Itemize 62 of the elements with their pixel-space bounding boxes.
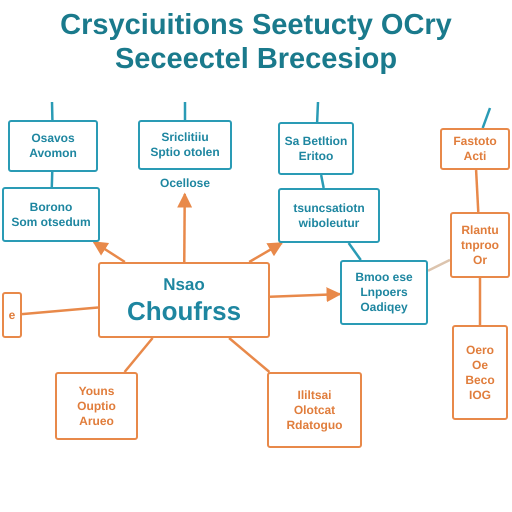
connector-line: [320, 174, 325, 188]
process-box: [278, 122, 354, 175]
box-text: Avomon: [29, 146, 77, 161]
box-text: Sriclitiiu: [161, 130, 209, 145]
box-text: Eritoo: [298, 148, 334, 164]
box-text: Sa Betltion: [284, 134, 348, 148]
connector-line: [124, 337, 154, 373]
process-box: [278, 188, 380, 243]
box-text: Bmoo ese: [355, 270, 413, 285]
box-text: tnproo: [461, 238, 499, 252]
box-text: IOG: [468, 388, 491, 402]
connector-line: [22, 306, 98, 316]
connector-line: [50, 102, 54, 120]
connector-line: [348, 242, 362, 261]
box-text: Olotcat: [294, 402, 336, 418]
connector-line: [482, 108, 492, 128]
process-box: [98, 262, 270, 338]
process-box: [8, 120, 98, 172]
box-text: Youns: [78, 384, 114, 398]
box-text: Osavos: [31, 131, 75, 146]
process-box: [2, 292, 22, 338]
connector-line: [184, 102, 186, 120]
process-box: [138, 120, 232, 170]
arrow: [177, 192, 192, 262]
connector-line: [316, 102, 320, 122]
connector-line: [228, 337, 270, 373]
connector-line: [478, 278, 482, 325]
box-text: Som otsedum: [11, 214, 91, 230]
box-caption: Ocellose: [158, 176, 212, 191]
box-text: Or: [472, 252, 487, 268]
connector-line: [474, 170, 480, 212]
box-text: Ililtsai: [297, 388, 332, 402]
box-text: Lnpoers: [360, 285, 408, 300]
box-text: Acti: [464, 149, 486, 164]
process-box: [2, 187, 100, 242]
box-text: Fastoto: [453, 134, 497, 149]
box-text: Rlantu: [461, 222, 499, 238]
arrow: [92, 240, 126, 264]
box-text: Choufrss: [126, 296, 242, 326]
box-text: Rdatoguo: [286, 418, 342, 432]
box-text: Borono: [30, 200, 72, 214]
process-box: [340, 260, 428, 325]
process-box: [267, 372, 362, 448]
box-text: Oe: [472, 358, 488, 372]
process-box: [452, 325, 508, 420]
arrow: [270, 287, 342, 302]
box-text: Oero: [466, 342, 494, 358]
box-text: tsuncsatiotn wiboleutur: [292, 200, 366, 230]
box-text: Ouptio: [77, 398, 116, 414]
arrow: [248, 242, 284, 264]
connector-line: [427, 258, 451, 272]
process-box: [450, 212, 510, 278]
box-text: e: [8, 308, 16, 322]
process-box: [440, 128, 510, 170]
process-box: [55, 372, 138, 440]
box-text: Nsao: [163, 274, 205, 296]
diagram-title: Crsyciuitions Seetucty OCry Seceectel Brecesiop: [59, 8, 453, 76]
box-text: Oadiqey: [360, 300, 408, 315]
connector-line: [50, 172, 54, 188]
box-text: Beco: [465, 372, 495, 388]
box-text: Arueo: [79, 414, 114, 428]
box-text: Sptio otolen: [150, 145, 220, 160]
